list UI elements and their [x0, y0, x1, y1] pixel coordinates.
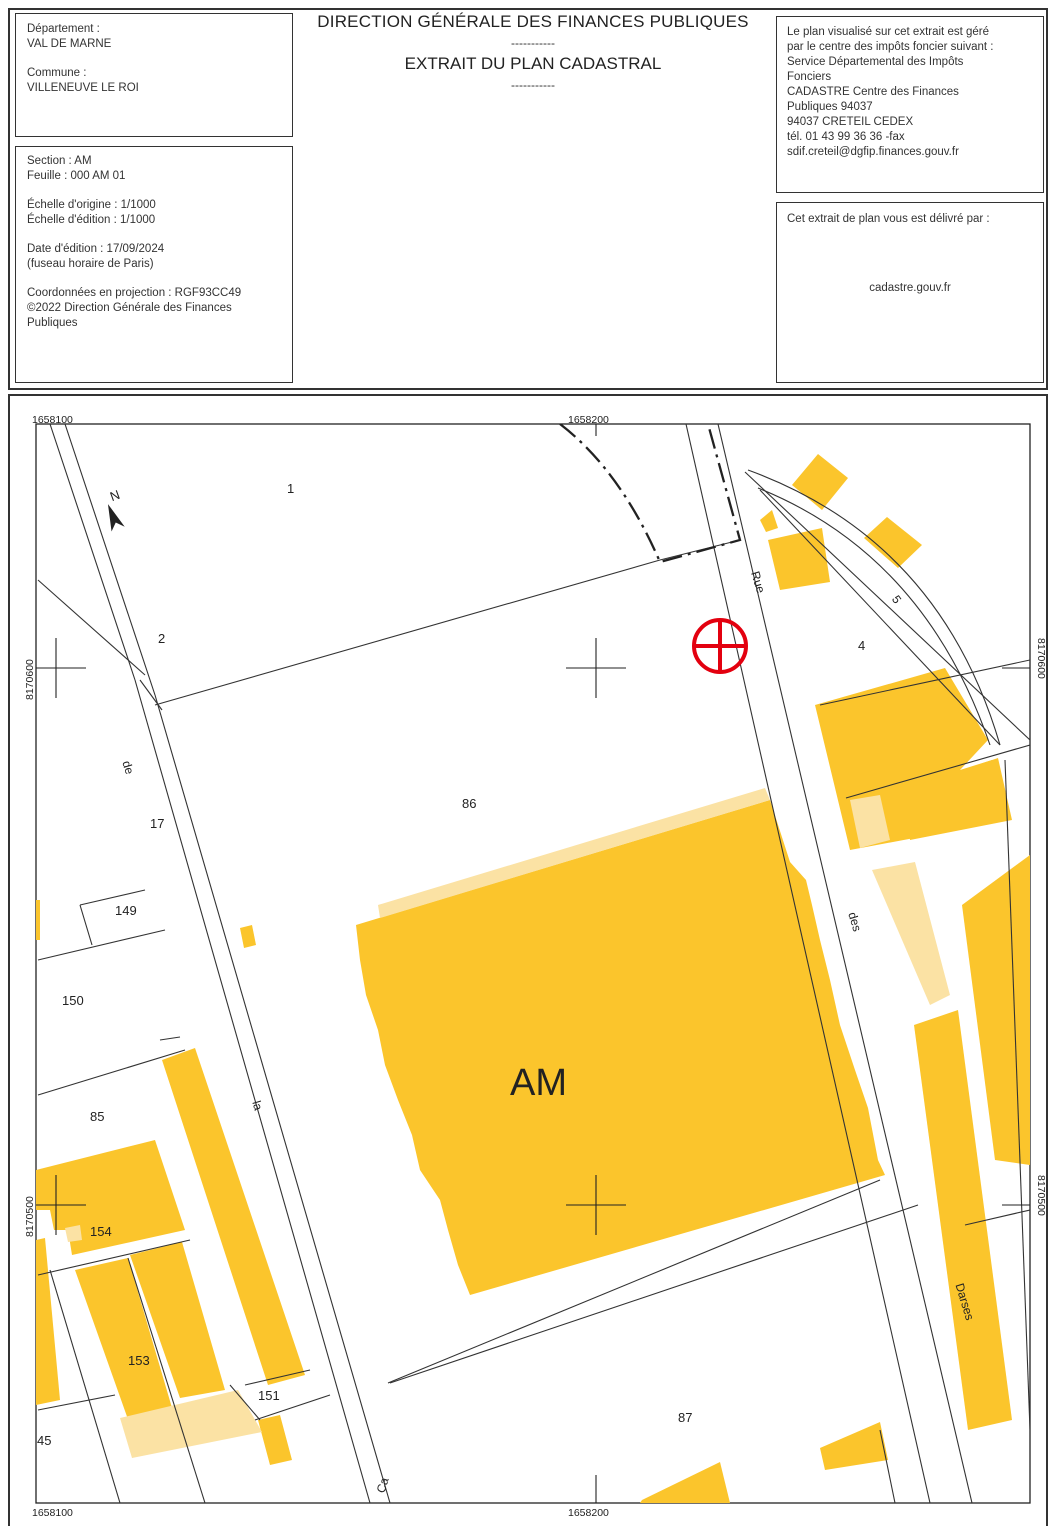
coord-x-top-mid: 1658200 [568, 414, 609, 426]
light-building-4 [850, 795, 890, 848]
building-east-3 [962, 855, 1030, 1165]
building-west-1 [162, 1048, 305, 1385]
office-line-5: CADASTRE Centre des Finances [787, 86, 959, 98]
commune-label: Commune : [27, 67, 87, 79]
commune-value: VILLENEUVE LE ROI [27, 82, 139, 94]
delivered-by-value: cadastre.gouv.fr [869, 282, 951, 294]
location-marker-icon [692, 618, 748, 674]
light-building-1 [378, 788, 770, 918]
office-line-6: Publiques 94037 [787, 101, 873, 113]
parcel-154: 154 [90, 1224, 112, 1239]
light-building-3 [120, 1390, 262, 1458]
curved-parcel-line-2 [757, 487, 991, 746]
parcel-lines [37, 424, 1030, 1503]
echelle-origine: Échelle d'origine : 1/1000 [27, 199, 156, 211]
copyright-line1: ©2022 Direction Générale des Finances [27, 302, 232, 314]
coord-y-left-bottom: 8170500 [24, 1196, 36, 1237]
parcel-17: 17 [150, 816, 164, 831]
building-ne-1 [768, 528, 830, 590]
copyright-line2: Publiques [27, 317, 78, 329]
light-buildings-layer [65, 788, 950, 1458]
location-box: Département : VAL DE MARNE Commune : VIL… [15, 13, 293, 137]
office-line-1: Le plan visualisé sur cet extrait est gé… [787, 26, 989, 38]
street-des: des [845, 910, 864, 933]
delivered-by-label: Cet extrait de plan vous est délivré par… [787, 213, 990, 225]
office-email: sdif.creteil@dgfip.finances.gouv.fr [787, 146, 959, 158]
street-ca: Ca [374, 1476, 392, 1495]
parcel-153: 153 [128, 1353, 150, 1368]
departement-label: Département : [27, 23, 100, 35]
document-title-block: DIRECTION GÉNÉRALE DES FINANCES PUBLIQUE… [296, 12, 770, 92]
building-east-2 [903, 758, 1012, 840]
building-south-2 [820, 1422, 888, 1470]
coord-x-bottom-left: 1658100 [32, 1507, 73, 1519]
street-de: de [119, 759, 136, 776]
coord-y-right-top: 8170600 [1035, 638, 1047, 679]
section-text: Section : AM [27, 155, 92, 167]
parcel-85: 85 [90, 1109, 104, 1124]
parcel-1: 1 [287, 481, 294, 496]
building-south-3 [258, 1415, 292, 1465]
buildings-layer [36, 454, 1030, 1503]
street-la: la [249, 1099, 265, 1112]
building-south-1 [640, 1462, 730, 1503]
parcel-45: 45 [37, 1433, 51, 1448]
parcel-150: 150 [62, 993, 84, 1008]
header-frame [8, 8, 1048, 390]
delivered-by-box: Cet extrait de plan vous est délivré par… [776, 202, 1044, 383]
parcel-2: 2 [158, 631, 165, 646]
parcel-4: 4 [858, 638, 865, 653]
managing-office-box: Le plan visualisé sur cet extrait est gé… [776, 16, 1044, 193]
document-title: DIRECTION GÉNÉRALE DES FINANCES PUBLIQUE… [317, 12, 749, 31]
coord-x-bottom-mid: 1658200 [568, 1507, 609, 1519]
grid-crosses [36, 424, 1030, 1503]
map-frame [8, 394, 1048, 1526]
building-central [356, 800, 885, 1295]
parcel-86: 86 [462, 796, 476, 811]
title-separator-1: ----------- [511, 36, 555, 50]
building-west-5 [36, 1238, 60, 1405]
office-line-3: Service Départemental des Impôts [787, 56, 964, 68]
parcel-87: 87 [678, 1410, 692, 1425]
coordonnees-text: Coordonnées en projection : RGF93CC49 [27, 287, 242, 299]
street-rue: Rue [748, 570, 768, 595]
building-east-4 [914, 1010, 1012, 1430]
building-west-2 [36, 1140, 185, 1255]
feuille-text: Feuille : 000 AM 01 [27, 170, 126, 182]
office-line-4: Fonciers [787, 71, 832, 83]
title-separator-2: ----------- [511, 78, 555, 92]
coord-x-top-left: 1658100 [32, 414, 73, 426]
fuseau-text: (fuseau horaire de Paris) [27, 258, 154, 270]
office-line-8: tél. 01 43 99 36 36 -fax [787, 131, 905, 143]
building-west-3 [75, 1258, 175, 1425]
building-ne-3 [864, 517, 922, 568]
echelle-edition: Échelle d'édition : 1/1000 [27, 214, 156, 226]
light-building-2 [872, 862, 950, 1005]
building-small-1 [240, 925, 256, 948]
coord-y-left-top: 8170600 [24, 659, 36, 700]
light-building-5 [65, 1225, 82, 1242]
sheet-info-box: Section : AM Feuille : 000 AM 01 Échelle… [15, 146, 293, 383]
parcel-151: 151 [258, 1388, 280, 1403]
document-subtitle: EXTRAIT DU PLAN CADASTRAL [404, 54, 662, 73]
date-edition: Date d'édition : 17/09/2024 [27, 243, 165, 255]
section-label: AM [510, 1062, 567, 1104]
building-ne-4 [760, 510, 778, 532]
office-line-2: par le centre des impôts foncier suivant… [787, 41, 994, 53]
office-line-7: 94037 CRETEIL CEDEX [787, 116, 914, 128]
building-west-4 [130, 1242, 225, 1398]
coord-y-right-bottom: 8170500 [1035, 1175, 1047, 1216]
parcel-149: 149 [115, 903, 137, 918]
building-west-6 [36, 900, 40, 940]
departement-value: VAL DE MARNE [27, 38, 112, 50]
curved-parcel-line [747, 469, 1001, 746]
